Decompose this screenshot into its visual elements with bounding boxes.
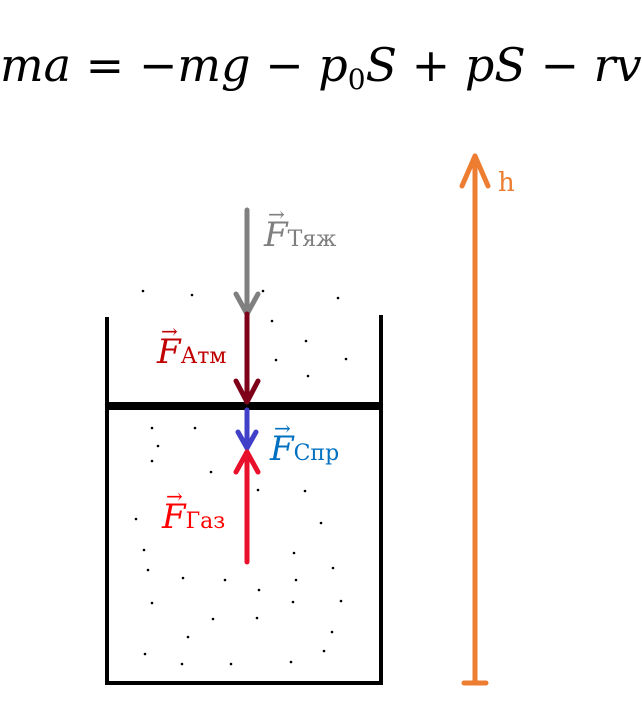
gas-particle — [143, 652, 147, 656]
air-particle — [306, 374, 310, 378]
gravity-force-label: FТяж — [264, 204, 337, 252]
gas-particle — [291, 600, 295, 604]
eq-term-pS: pS — [464, 38, 526, 92]
gas-particle — [256, 488, 260, 492]
air-particle — [344, 357, 348, 361]
eq-minus: − — [265, 38, 304, 92]
force-symbol: F — [270, 418, 294, 466]
eq-subscript-0: 0 — [347, 63, 366, 96]
eq-plus: + — [411, 38, 451, 92]
gas-particle — [150, 426, 154, 430]
gas-particle — [142, 548, 146, 552]
atmospheric-force-label: FАтм — [157, 321, 227, 369]
force-subscript: Атм — [180, 344, 227, 369]
height-axis-arrow — [459, 153, 491, 686]
air-particle — [274, 358, 278, 362]
atmospheric-force-arrow — [233, 311, 261, 405]
air-particle — [304, 339, 308, 343]
gas-particle — [289, 660, 293, 664]
force-subscript: Тяж — [287, 227, 337, 252]
force-subscript: Спр — [293, 441, 340, 466]
eq-term-S: S — [365, 38, 398, 92]
spring-force-arrow — [235, 407, 259, 451]
gas-particle — [150, 601, 154, 605]
gas-particle — [339, 599, 343, 603]
gas-particle — [181, 576, 185, 580]
gas-particle — [180, 662, 184, 666]
eq-equals: = — [85, 38, 125, 92]
gas-particle — [186, 635, 190, 639]
gas-particle — [209, 470, 213, 474]
air-particles — [141, 289, 348, 378]
gravity-force-arrow — [233, 207, 261, 317]
gas-particle — [322, 649, 326, 653]
eq-term-ma: ma — [0, 38, 72, 92]
vessel — [105, 315, 383, 685]
gas-particle — [229, 662, 233, 666]
gas-particle — [303, 489, 307, 493]
air-particle — [270, 319, 274, 323]
height-axis-label: h — [498, 168, 515, 198]
gas-particle — [150, 459, 154, 463]
force-symbol: F — [264, 204, 288, 252]
gas-particle — [146, 568, 150, 572]
air-particle — [336, 296, 340, 300]
force-subscript: Газ — [185, 509, 226, 534]
eq-term-mg: −mg — [138, 38, 251, 92]
gas-particles — [134, 426, 343, 666]
air-particle — [261, 289, 265, 293]
eq-term-p: p — [318, 38, 348, 92]
eq-minus-2: − — [540, 38, 579, 92]
force-symbol: F — [162, 486, 186, 534]
eq-term-rv: rv — [593, 38, 642, 92]
force-symbol: F — [157, 321, 181, 369]
air-particle — [141, 289, 145, 293]
gas-force-label: FГаз — [162, 486, 226, 534]
gas-particle — [255, 616, 259, 620]
gas-particle — [134, 517, 138, 521]
gas-particle — [330, 630, 334, 634]
gas-particle — [331, 566, 335, 570]
diagram-svg — [105, 153, 491, 686]
gas-particle — [319, 521, 323, 525]
gas-particle — [292, 551, 296, 555]
spring-force-label: FСпр — [270, 418, 340, 466]
gas-particle — [223, 578, 227, 582]
diagram-stage: ma = −mg − p0S + pS − rv — [0, 0, 628, 714]
gas-particle — [294, 578, 298, 582]
gas-particle — [156, 444, 160, 448]
gas-particle — [257, 588, 261, 592]
air-particle — [190, 293, 194, 297]
gas-force-arrow — [233, 449, 261, 565]
gas-particle — [193, 426, 197, 430]
gas-particle — [211, 617, 215, 621]
equation: ma = −mg − p0S + pS − rv — [0, 38, 642, 96]
